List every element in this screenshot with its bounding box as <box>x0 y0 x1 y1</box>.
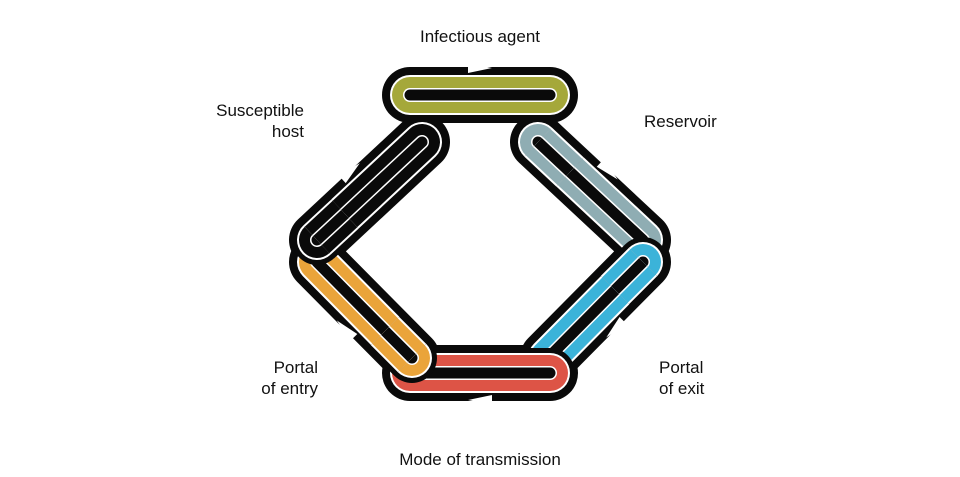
label-portal-of-exit: Portal of exit <box>659 358 705 398</box>
reservoir-link-arrow-icon <box>596 159 618 180</box>
infectious-agent-link-arrow-icon <box>468 63 492 73</box>
portal-of-entry-link-overlap <box>367 313 430 376</box>
label-reservoir: Reservoir <box>644 112 717 131</box>
portal-of-exit-link-arrow-icon <box>606 316 627 338</box>
label-mode-of-transmission: Mode of transmission <box>399 450 561 469</box>
label-portal-of-entry: Portal of entry <box>261 358 318 398</box>
label-susceptible-host: Susceptible host <box>216 101 304 141</box>
mode-of-transmission-link-arrow-icon <box>468 395 492 405</box>
portal-of-exit-link-overlap <box>597 244 661 308</box>
chain-links <box>292 63 668 405</box>
reservoir-link-overlap <box>520 123 588 191</box>
susceptible-host-link-overlap <box>299 195 363 259</box>
label-infectious-agent: Infectious agent <box>419 27 541 46</box>
susceptible-host-link-arrow-icon <box>338 163 360 184</box>
portal-of-entry-link-arrow-icon <box>336 320 358 342</box>
